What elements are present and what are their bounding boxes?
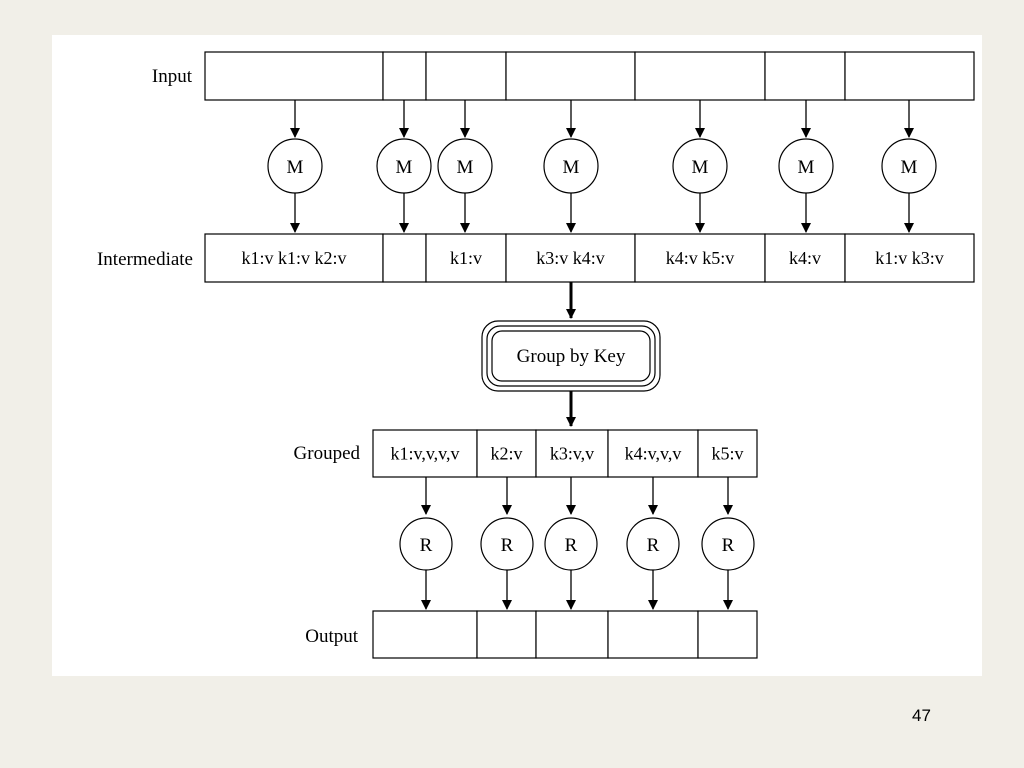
grouped-cell-text: k5:v — [711, 444, 743, 464]
grouped-cell-text: k4:v,v,v — [625, 444, 682, 464]
reduce-node-label: R — [647, 535, 660, 556]
output-row — [372, 610, 758, 659]
grouped-cell — [697, 429, 758, 478]
map-node-label: M — [901, 157, 918, 178]
grouped-cell-text: k1:v,v,v,v — [391, 444, 460, 464]
output-cell — [607, 610, 699, 659]
group-by-key-label: Group by Key — [517, 346, 626, 367]
reduce-node-label: R — [420, 535, 433, 556]
input-cell — [425, 51, 507, 101]
intermediate-row-label: Intermediate — [97, 249, 193, 270]
output-cell — [697, 610, 758, 659]
page-number: 47 — [912, 706, 931, 725]
intermediate-cell-text: k1:v — [450, 248, 482, 268]
map-node-label: M — [798, 157, 815, 178]
intermediate-cell — [204, 233, 384, 283]
grouped-cell-text: k2:v — [490, 444, 522, 464]
input-cell — [505, 51, 636, 101]
intermediate-cell — [764, 233, 846, 283]
input-row — [204, 51, 975, 101]
input-cell — [204, 51, 384, 101]
grouped-cell-text: k3:v,v — [550, 444, 594, 464]
map-node-label: M — [457, 157, 474, 178]
output-cell — [372, 610, 478, 659]
output-cell — [476, 610, 537, 659]
input-cell — [382, 51, 427, 101]
grouped-cell — [535, 429, 609, 478]
grouped-row: k1:v,v,v,v k2:v k3:v,v k4:v,v,v k5:v — [372, 429, 758, 478]
intermediate-cell-text: k1:v k3:v — [875, 248, 944, 268]
input-cell — [844, 51, 975, 101]
map-node-label: M — [692, 157, 709, 178]
group-by-key-node: Group by Key — [481, 320, 661, 392]
slide-panel — [52, 35, 982, 676]
reduce-node-label: R — [501, 535, 514, 556]
reduce-node-label: R — [565, 535, 578, 556]
intermediate-cell-text: k4:v k5:v — [666, 248, 735, 268]
grouped-cell — [476, 429, 537, 478]
map-node-label: M — [287, 157, 304, 178]
grouped-cell — [372, 429, 478, 478]
intermediate-cell — [634, 233, 766, 283]
intermediate-row: k1:v k1:v k2:v k1:v k3:v k4:v k4:v k5:v k4:v… — [204, 233, 975, 283]
intermediate-cell-text: k4:v — [789, 248, 821, 268]
map-node-label: M — [563, 157, 580, 178]
map-node-label: M — [396, 157, 413, 178]
input-cell — [634, 51, 766, 101]
output-cell — [535, 610, 609, 659]
input-row-label: Input — [152, 66, 193, 87]
intermediate-cell — [844, 233, 975, 283]
grouped-row-label: Grouped — [294, 443, 361, 464]
intermediate-cell — [505, 233, 636, 283]
intermediate-cell-text: k1:v k1:v k2:v — [241, 248, 346, 268]
reduce-node-label: R — [722, 535, 735, 556]
intermediate-cell-text: k3:v k4:v — [536, 248, 605, 268]
grouped-cell — [607, 429, 699, 478]
input-cell — [764, 51, 846, 101]
intermediate-cell — [382, 233, 427, 283]
output-row-label: Output — [305, 626, 359, 647]
